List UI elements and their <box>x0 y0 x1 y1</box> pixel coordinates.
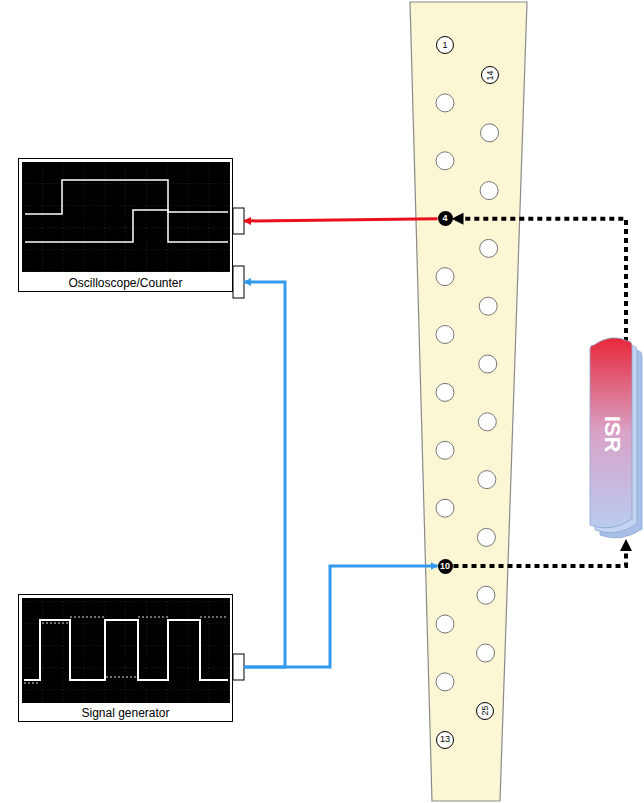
signal-generator-box: Signal generator <box>18 594 233 722</box>
pin-number-text: 13 <box>440 735 450 744</box>
pin-number-text: 10 <box>440 562 450 571</box>
isr-tag: ISR <box>590 337 642 539</box>
square-wave <box>24 620 228 680</box>
signal-wire <box>244 219 438 221</box>
pin-holes <box>436 94 499 691</box>
pin-number-text: 25 <box>480 706 489 716</box>
active-pin: 4 <box>438 211 453 226</box>
software-path <box>454 541 627 566</box>
output-jack <box>233 654 244 680</box>
generator-screen <box>22 598 230 703</box>
connector-shell <box>410 2 527 801</box>
pin-number: 13 <box>436 731 454 749</box>
pin-number: 25 <box>476 702 494 720</box>
oscilloscope-box: Oscilloscope/Counter <box>18 158 233 292</box>
instrument-caption: Signal generator <box>81 706 169 720</box>
trace-lower <box>25 210 228 242</box>
isr-label: ISR <box>599 416 625 453</box>
generator-grid <box>22 598 230 703</box>
input-jack <box>233 266 244 298</box>
signal-wire <box>244 566 438 667</box>
pin-number-text: 14 <box>485 70 494 80</box>
scope-grid <box>22 162 230 272</box>
wave-noise <box>24 617 228 683</box>
scope-screen <box>22 162 230 272</box>
instrument-caption: Oscilloscope/Counter <box>68 276 182 290</box>
pin-number: 1 <box>436 36 454 54</box>
active-pin: 10 <box>438 559 453 574</box>
pin-number: 14 <box>481 66 499 84</box>
signal-wire <box>244 282 285 667</box>
pin-number-text: 1 <box>442 41 447 50</box>
input-jack <box>233 208 244 234</box>
pin-number-text: 4 <box>442 214 447 223</box>
software-path <box>454 219 627 351</box>
trace-upper <box>25 180 228 214</box>
